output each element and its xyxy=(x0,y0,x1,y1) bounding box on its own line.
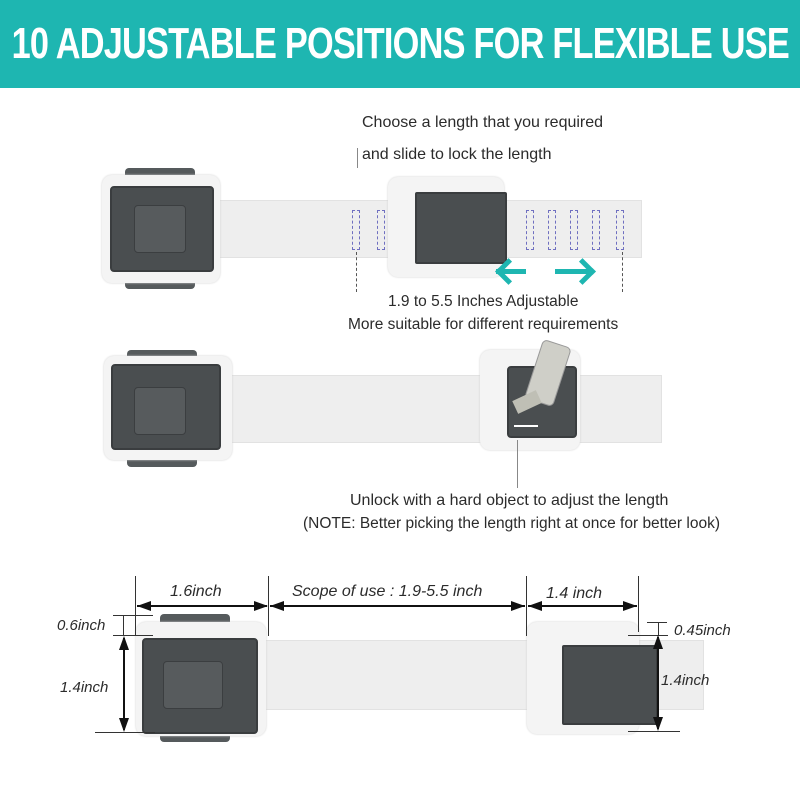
strap-slot xyxy=(352,210,360,250)
dim-ext-line xyxy=(628,731,680,732)
dim-arrow-1-6 xyxy=(137,605,267,607)
strap-slot xyxy=(377,210,385,250)
dim-ext-line xyxy=(113,615,153,616)
buckle-plate xyxy=(562,645,658,725)
dim-scope: Scope of use : 1.9-5.5 inch xyxy=(292,583,483,600)
caption-leader-line xyxy=(357,148,358,168)
dim-1-4-left-line xyxy=(123,638,125,730)
strap-slot xyxy=(592,210,600,250)
buckle-plate xyxy=(415,192,507,264)
dim-right-offset: 0.45inch xyxy=(674,622,731,639)
dim-arrow-scope xyxy=(270,605,525,607)
banner-title: 10 ADJUSTABLE POSITIONS FOR FLEXIBLE USE xyxy=(11,19,789,68)
note-caption: (NOTE: Better picking the length right a… xyxy=(303,515,720,532)
dim-ext-line xyxy=(526,576,527,636)
caption-slide-lock: and slide to lock the length xyxy=(362,146,552,163)
unlock-caption: Unlock with a hard object to adjust the … xyxy=(350,492,669,509)
dim-arrow-1-4-width xyxy=(528,605,637,607)
dim-ext-line xyxy=(135,576,136,636)
header-banner: 10 ADJUSTABLE POSITIONS FOR FLEXIBLE USE xyxy=(0,0,800,88)
dim-ext-line xyxy=(268,576,269,636)
range-subtext: More suitable for different requirements xyxy=(348,316,619,333)
lock-slider-button xyxy=(163,661,223,709)
strap-slot xyxy=(526,210,534,250)
dim-ext-line xyxy=(113,635,153,636)
dim-0-45-line xyxy=(658,622,659,635)
dim-right-height: 1.4inch xyxy=(661,672,710,689)
dim-ext-line xyxy=(638,576,639,632)
lock-plate xyxy=(142,638,258,734)
range-start-line xyxy=(356,252,357,292)
dim-left-offset: 0.6inch xyxy=(57,617,106,634)
dim-left-width: 1.6inch xyxy=(170,583,222,600)
lock-slider-button xyxy=(134,205,186,253)
unlock-leader-line xyxy=(517,440,518,488)
dim-ext-line xyxy=(647,622,667,623)
dim-ext-line xyxy=(628,635,668,636)
range-end-line xyxy=(622,252,623,292)
caption-choose-length: Choose a length that you required xyxy=(362,114,604,131)
lock-slider-button xyxy=(134,387,186,435)
dim-left-height: 1.4inch xyxy=(60,679,109,696)
strap-slot xyxy=(548,210,556,250)
dim-ext-line xyxy=(95,732,155,733)
unlock-arrow xyxy=(514,425,538,427)
strap-slot xyxy=(616,210,624,250)
dim-1-4-right-line xyxy=(657,637,659,729)
dim-0-6-line xyxy=(123,615,124,635)
strap-middle xyxy=(230,375,662,443)
strap-slot xyxy=(570,210,578,250)
range-text: 1.9 to 5.5 Inches Adjustable xyxy=(388,293,579,310)
dim-right-width: 1.4 inch xyxy=(546,585,603,602)
